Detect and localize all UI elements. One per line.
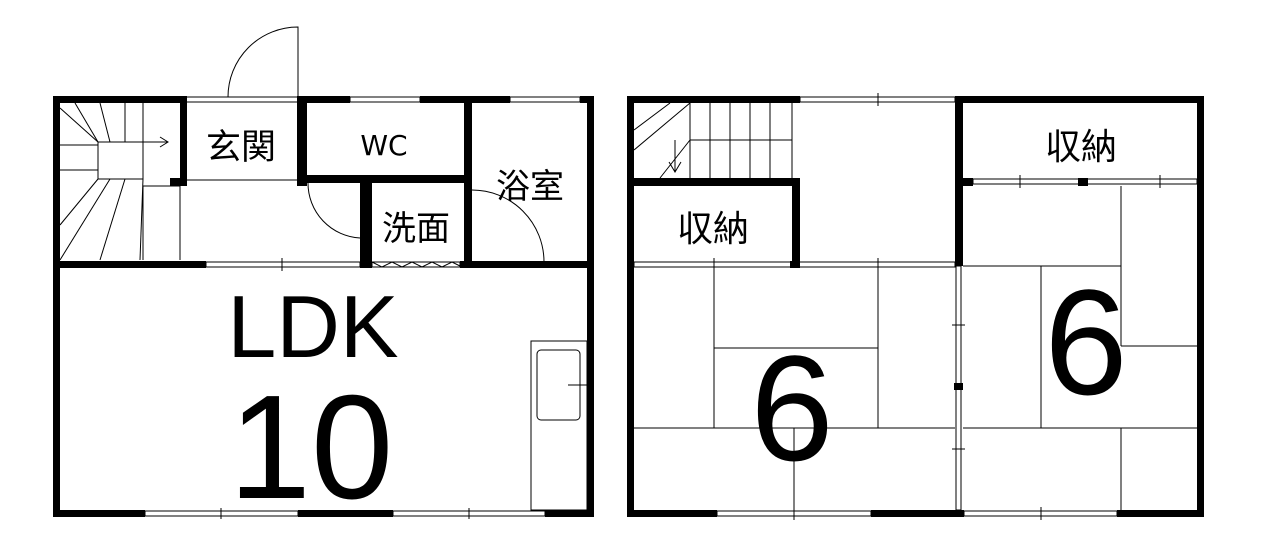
f1-wall-wc-bottom bbox=[300, 175, 472, 183]
floor-1: 玄関 WC 浴室 洗面 LDK 10 bbox=[53, 26, 594, 530]
f2-wall-storage-left-right bbox=[792, 178, 800, 268]
f1-wall-washroom-left bbox=[360, 175, 372, 268]
label-storage-right: 収納 bbox=[1045, 127, 1117, 168]
f1-wc-door-swing bbox=[307, 182, 361, 239]
f1-wall-ldk-top-left bbox=[53, 261, 206, 268]
label-storage-left: 収納 bbox=[677, 209, 749, 250]
f1-wall-left bbox=[53, 96, 60, 517]
floor-2: 収納 収納 6 6 bbox=[627, 93, 1204, 520]
label-room-left-size: 6 bbox=[750, 324, 833, 492]
f2-wall-storage-left-top bbox=[627, 178, 800, 186]
f1-wall-top-left bbox=[53, 96, 186, 103]
label-ldk-size: 10 bbox=[229, 365, 394, 530]
f2-wall-center bbox=[955, 96, 963, 266]
f1-entrance-door-swing bbox=[227, 26, 299, 98]
f2-wall-top-left bbox=[627, 96, 800, 103]
f2-wall-storage-right-bottom-l bbox=[963, 178, 973, 186]
f1-wall-ldk-top-right bbox=[460, 261, 594, 268]
f2-wall-bottom-left bbox=[627, 510, 717, 517]
f1-wall-bottom-right bbox=[545, 510, 594, 517]
f1-wall-top-mid bbox=[300, 96, 350, 103]
f1-window-bath bbox=[509, 96, 581, 103]
f1-wall-bottom-mid bbox=[298, 510, 393, 517]
f1-window-entrance-door bbox=[185, 96, 301, 103]
f2-wall-right bbox=[1197, 96, 1204, 517]
f1-bath-door-swing bbox=[471, 189, 545, 263]
label-washroom: 洗面 bbox=[382, 209, 450, 249]
f2-wall-top-right bbox=[955, 96, 1204, 103]
f1-wall-entrance-left bbox=[180, 96, 187, 186]
label-wc: WC bbox=[360, 129, 407, 162]
f1-wall-bottom-left bbox=[53, 510, 145, 517]
f1-staircase bbox=[59, 102, 181, 261]
label-bath: 浴室 bbox=[496, 167, 564, 207]
f2-staircase bbox=[633, 102, 793, 179]
label-entrance: 玄関 bbox=[206, 128, 276, 168]
f1-window-wc bbox=[349, 96, 421, 103]
f1-wall-right bbox=[587, 96, 594, 517]
f1-kitchen-counter bbox=[530, 340, 588, 511]
f2-tatami-left bbox=[634, 268, 955, 510]
f1-wall-entrance-right bbox=[297, 96, 307, 186]
f1-wall-wc-right bbox=[464, 96, 472, 268]
label-room-right-size: 6 bbox=[1044, 258, 1127, 426]
f2-tatami-right bbox=[963, 186, 1197, 510]
f2-wall-left bbox=[627, 96, 634, 517]
f1-sliding-door-ldk bbox=[205, 261, 361, 268]
label-ldk: LDK bbox=[227, 277, 398, 376]
